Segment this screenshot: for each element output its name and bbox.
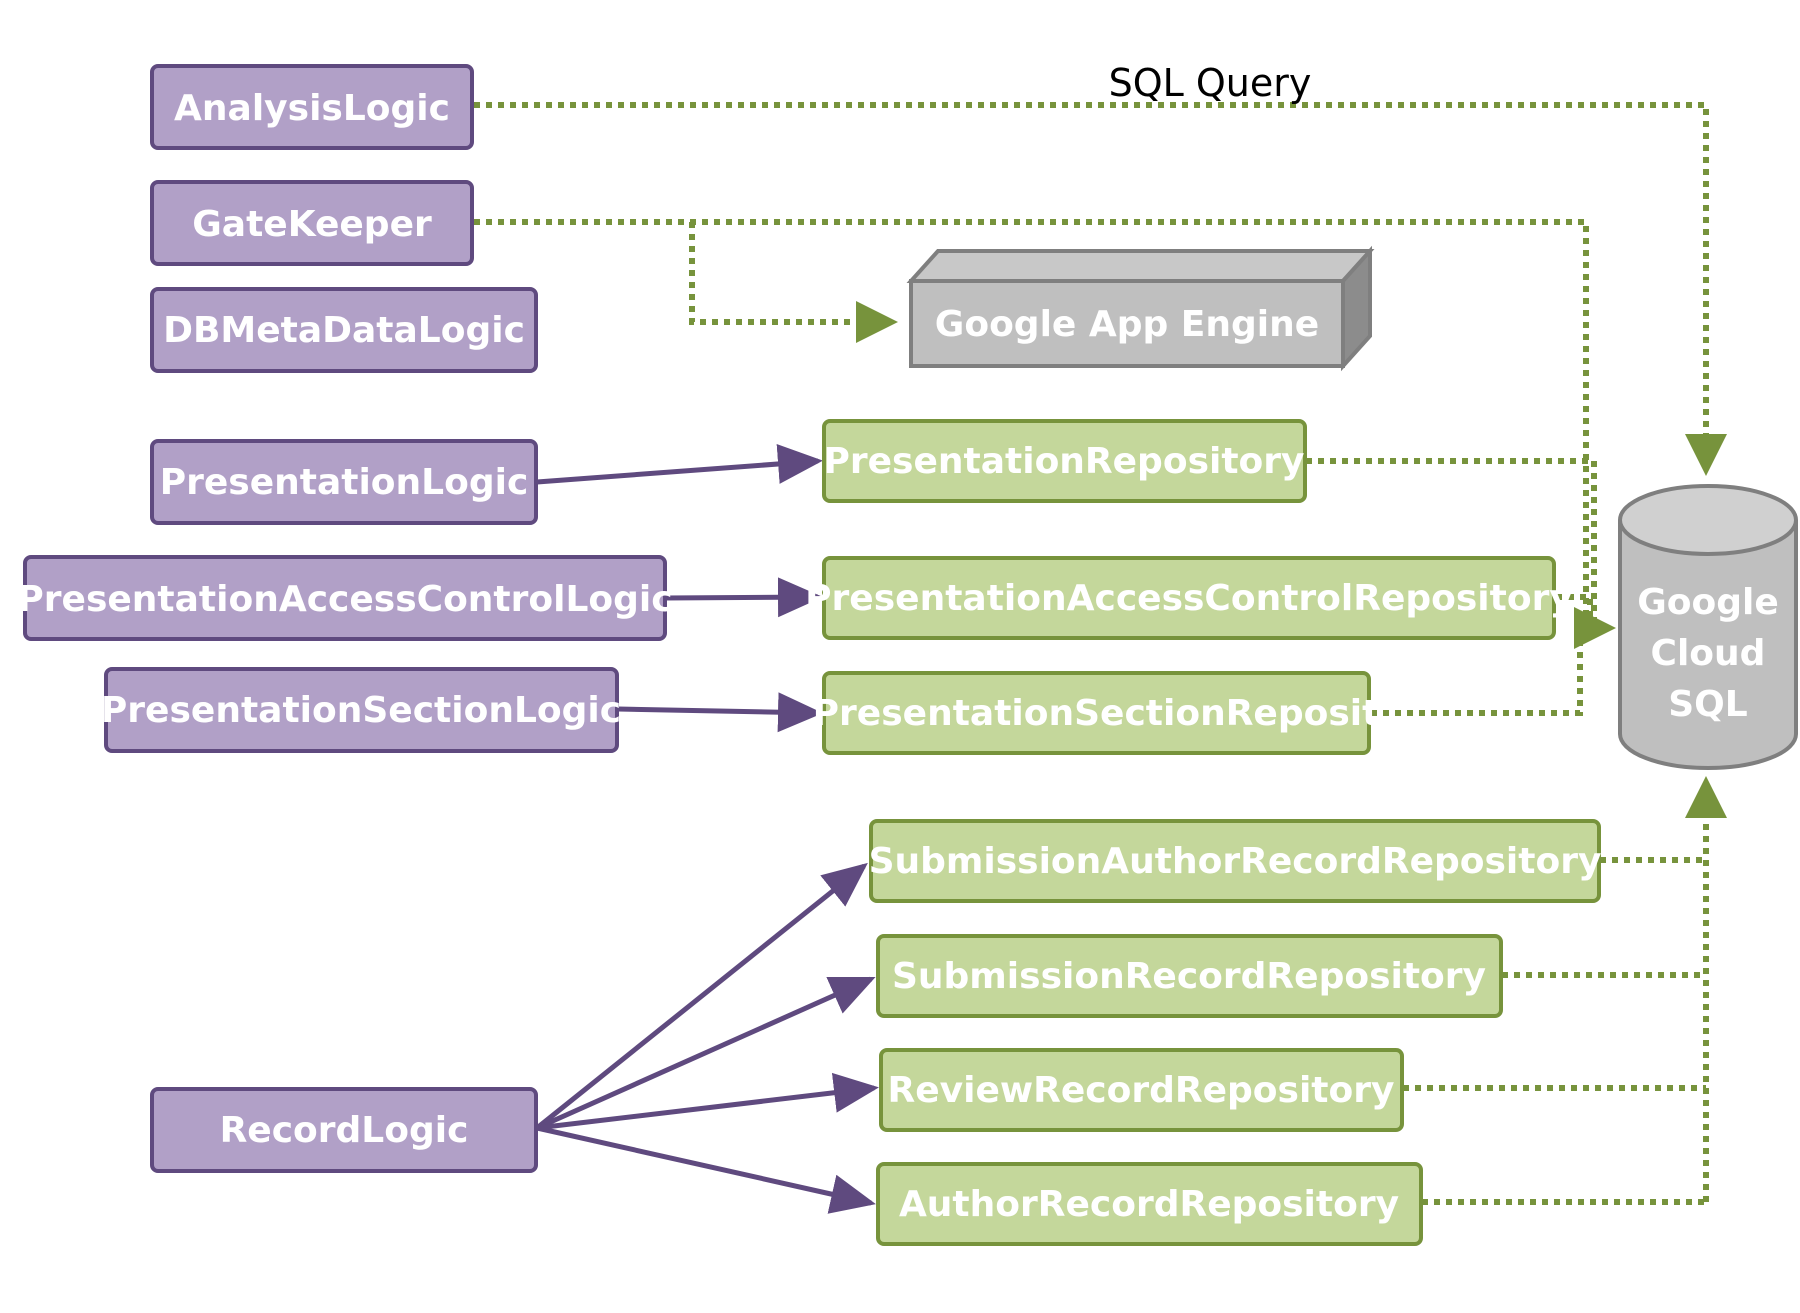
node-review-record-repository[interactable]: ReviewRecordRepository xyxy=(879,1048,1404,1132)
connector-gatekeeper-to-appengine xyxy=(689,222,898,343)
connector-gatekeeper-to-cloudsql xyxy=(474,219,1616,649)
node-presentation-repository[interactable]: PresentationRepository xyxy=(822,419,1307,503)
app-engine-top-face xyxy=(906,249,1375,283)
presentation-repository-label: PresentationRepository xyxy=(823,441,1304,482)
presentation-section-logic-label: PresentationSectionLogic xyxy=(101,690,621,731)
sql-query-label: SQL Query xyxy=(1109,61,1312,105)
cloud-sql-label-line-2: Cloud xyxy=(1651,633,1766,674)
app-engine-label: Google App Engine xyxy=(935,304,1319,345)
solid-arrows xyxy=(535,444,879,1214)
review-record-repository-label: ReviewRecordRepository xyxy=(888,1070,1395,1111)
arrow-record-logic-to-review-record xyxy=(536,1072,879,1131)
arrow-record-logic-to-submission-record xyxy=(535,976,876,1131)
presentation-logic-label: PresentationLogic xyxy=(160,462,529,503)
presentation-access-control-repository-label: PresentationAccessControlRepository xyxy=(805,578,1573,619)
arrow-presentation-section-logic-to-repo xyxy=(617,692,823,733)
dbmetadata-logic-label: DBMetaDataLogic xyxy=(163,310,525,351)
author-record-repository-label: AuthorRecordRepository xyxy=(899,1184,1399,1225)
node-submission-author-record-repository[interactable]: SubmissionAuthorRecordRepository xyxy=(869,819,1602,903)
node-presentation-access-control-logic[interactable]: PresentationAccessControlLogic xyxy=(17,555,673,641)
node-presentation-logic[interactable]: PresentationLogic xyxy=(150,439,538,525)
record-logic-label: RecordLogic xyxy=(220,1110,469,1151)
node-dbmetadata-logic[interactable]: DBMetaDataLogic xyxy=(150,287,538,373)
node-author-record-repository[interactable]: AuthorRecordRepository xyxy=(876,1162,1423,1246)
dotted-connectors xyxy=(474,102,1727,1205)
node-presentation-access-control-repository[interactable]: PresentationAccessControlRepository xyxy=(805,556,1573,640)
node-submission-record-repository[interactable]: SubmissionRecordRepository xyxy=(876,934,1503,1018)
node-presentation-section-repository[interactable]: PresentationSectionReposit xyxy=(813,671,1380,755)
cloud-sql-label-line-3: SQL xyxy=(1668,684,1747,725)
app-engine-front-face xyxy=(909,279,1345,368)
node-gatekeeper[interactable]: GateKeeper xyxy=(150,180,474,266)
presentation-access-control-logic-label: PresentationAccessControlLogic xyxy=(17,579,672,620)
analysis-logic-label: AnalysisLogic xyxy=(174,88,450,129)
node-record-logic[interactable]: RecordLogic xyxy=(150,1087,538,1173)
arrow-presentation-logic-to-repo xyxy=(536,444,823,485)
node-presentation-section-logic[interactable]: PresentationSectionLogic xyxy=(101,667,621,753)
cloud-sql-top xyxy=(1618,484,1798,556)
node-google-app-engine[interactable]: Google App Engine xyxy=(906,245,1375,372)
connector-presentation-section-repo xyxy=(1371,628,1583,716)
presentation-section-repository-label: PresentationSectionReposit xyxy=(813,693,1380,734)
submission-author-record-repository-label: SubmissionAuthorRecordRepository xyxy=(869,841,1602,882)
connector-presentation-repo xyxy=(1306,458,1597,628)
cloud-sql-body xyxy=(1618,520,1798,770)
arrow-record-logic-to-author-record xyxy=(536,1125,876,1214)
gatekeeper-label: GateKeeper xyxy=(192,204,432,245)
submission-record-repository-label: SubmissionRecordRepository xyxy=(892,956,1486,997)
node-google-cloud-sql[interactable]: Google Cloud SQL xyxy=(1618,484,1798,770)
arrow-record-logic-to-submission-author xyxy=(535,862,868,1130)
arrow-presentation-access-logic-to-repo xyxy=(664,577,823,618)
connector-analysis-to-cloudsql xyxy=(474,102,1727,476)
cloud-sql-label-line-1: Google xyxy=(1637,582,1779,623)
node-analysis-logic[interactable]: AnalysisLogic xyxy=(150,64,474,150)
